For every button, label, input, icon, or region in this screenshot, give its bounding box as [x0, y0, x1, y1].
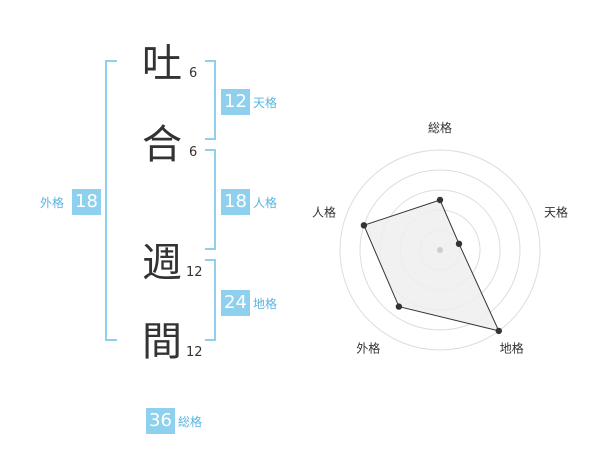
stroke-count-2: 6	[189, 145, 198, 160]
name-char-4: 間	[142, 319, 182, 365]
gaikaku-bracket	[105, 60, 117, 341]
tenkaku-value: 12	[221, 89, 250, 115]
radar-axis-label-1: 総格	[428, 120, 452, 135]
tenkaku-label: 天格	[253, 96, 278, 110]
radar-point-4	[395, 303, 403, 310]
tenkaku-bracket	[205, 60, 216, 140]
radar-point-1	[436, 196, 444, 204]
stroke-count-3: 12	[186, 265, 203, 280]
radar-grid-ring-4	[359, 169, 521, 331]
name-char-2: 合	[142, 122, 182, 168]
gaikaku-label: 外格	[40, 196, 65, 210]
radar-center-dot	[437, 247, 443, 253]
name-char-3: 週	[142, 240, 182, 286]
radar-point-2	[455, 240, 463, 247]
radar-series-polygon	[363, 199, 500, 332]
radar-axis-label-2: 天格	[544, 204, 568, 219]
radar-grid-ring-5	[339, 149, 541, 351]
radar-axis-label-4: 外格	[356, 341, 380, 356]
gaikaku-value: 18	[72, 189, 101, 215]
jinkaku-bracket	[205, 149, 216, 250]
radar-axis-label-5: 人格	[312, 204, 336, 219]
jinkaku-label: 人格	[253, 196, 278, 210]
chikaku-bracket	[205, 259, 216, 341]
radar-point-5	[360, 222, 368, 229]
stroke-count-1: 6	[189, 66, 198, 81]
soukaku-value: 36	[146, 408, 175, 434]
chikaku-label: 地格	[253, 297, 278, 311]
soukaku-label: 総格	[178, 415, 203, 429]
jinkaku-value: 18	[221, 189, 250, 215]
radar-axis-label-3: 地格	[500, 341, 524, 356]
chikaku-value: 24	[221, 290, 250, 316]
radar-point-3	[495, 327, 502, 335]
name-char-1: 吐	[142, 41, 182, 87]
stroke-count-4: 12	[186, 345, 203, 360]
